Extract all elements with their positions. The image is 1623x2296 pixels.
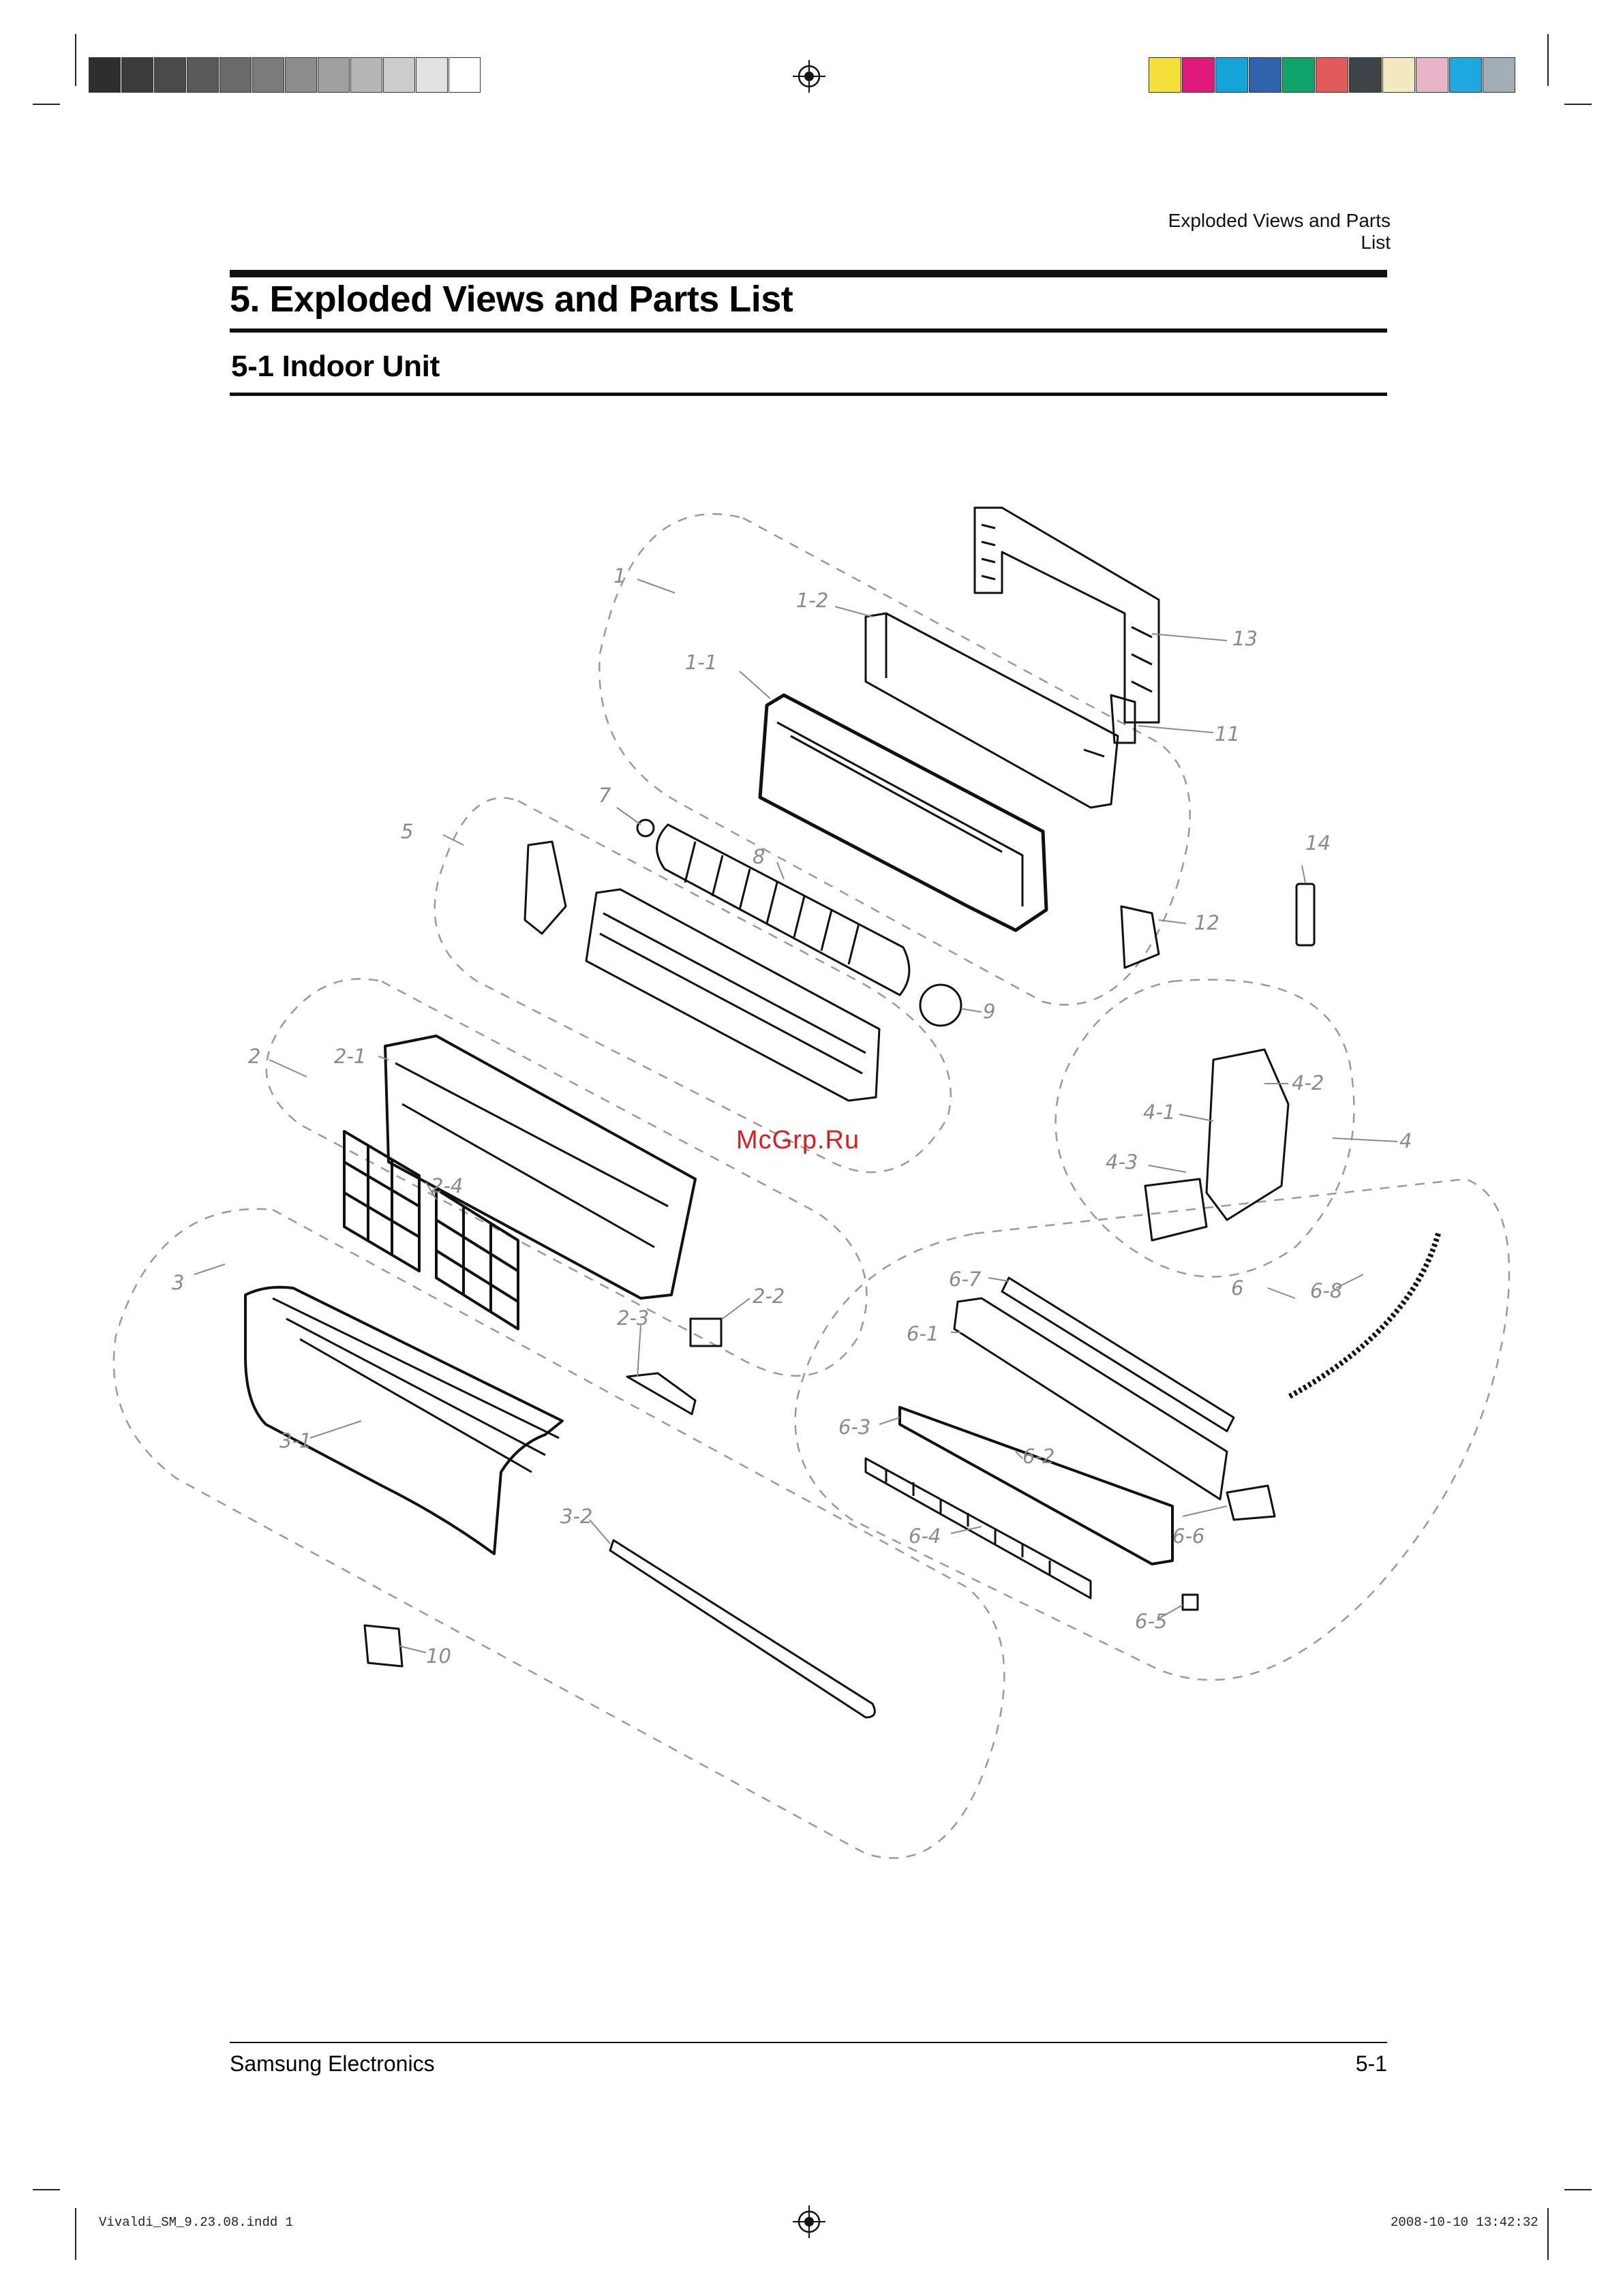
group-outline-3 bbox=[114, 1209, 1004, 1858]
callout-4-2: 4-2 bbox=[1292, 1071, 1324, 1095]
callout-1: 1 bbox=[613, 564, 626, 587]
part-6-5 bbox=[1183, 1595, 1198, 1610]
slug-timestamp: 2008-10-10 13:42:32 bbox=[1391, 2215, 1538, 2230]
callout-3: 3 bbox=[172, 1271, 184, 1294]
callout-2-4: 2-4 bbox=[431, 1174, 463, 1197]
callout-6-8: 6-8 bbox=[1310, 1279, 1342, 1302]
callout-2-2: 2-2 bbox=[753, 1285, 785, 1308]
part-12 bbox=[1121, 906, 1159, 968]
callout-6: 6 bbox=[1231, 1276, 1243, 1300]
callout-4: 4 bbox=[1399, 1129, 1412, 1152]
callout-4-3: 4-3 bbox=[1106, 1150, 1138, 1174]
callout-6-4: 6-4 bbox=[909, 1525, 941, 1548]
callout-3-1: 3-1 bbox=[279, 1429, 312, 1452]
part-2-2 bbox=[691, 1319, 721, 1346]
callout-5: 5 bbox=[401, 820, 413, 843]
part-6-7 bbox=[1002, 1278, 1234, 1431]
part-14-remote bbox=[1296, 884, 1314, 945]
callout-14: 14 bbox=[1305, 831, 1331, 855]
callout-7: 7 bbox=[598, 784, 611, 807]
part-4-control-box bbox=[1207, 1050, 1288, 1220]
part-5-bracket bbox=[525, 842, 566, 934]
callout-2-1: 2-1 bbox=[334, 1045, 366, 1068]
part-7-bearing bbox=[637, 820, 654, 836]
part-13-mounting-plate bbox=[975, 508, 1159, 722]
part-6-6 bbox=[1227, 1486, 1275, 1520]
part-8-fan bbox=[657, 825, 909, 995]
part-6-8-hose bbox=[1288, 1234, 1438, 1397]
callout-6-1: 6-1 bbox=[907, 1322, 939, 1345]
part-9-motor bbox=[920, 985, 961, 1026]
callout-4-1: 4-1 bbox=[1143, 1101, 1175, 1124]
callout-10: 10 bbox=[426, 1644, 451, 1668]
callout-2: 2 bbox=[248, 1045, 260, 1068]
callout-2-3: 2-3 bbox=[617, 1306, 649, 1330]
callout-6-6: 6-6 bbox=[1172, 1525, 1204, 1548]
part-1-2-panel bbox=[866, 613, 1118, 808]
part-2-1-frame bbox=[385, 1036, 695, 1298]
callout-11: 11 bbox=[1215, 722, 1240, 746]
footer-page-number: 5-1 bbox=[1336, 2051, 1387, 2077]
callout-12: 12 bbox=[1194, 911, 1219, 934]
callout-6-3: 6-3 bbox=[838, 1415, 870, 1439]
footer-company: Samsung Electronics bbox=[230, 2051, 435, 2077]
callout-1-2: 1-2 bbox=[796, 589, 828, 612]
callout-13: 13 bbox=[1232, 627, 1258, 650]
callout-6-7: 6-7 bbox=[949, 1268, 981, 1291]
group-outline-6 bbox=[795, 1179, 1509, 1680]
footer-rule bbox=[230, 2042, 1387, 2043]
part-11 bbox=[1111, 695, 1135, 743]
callout-9: 9 bbox=[983, 1000, 995, 1023]
part-3-2-strip bbox=[610, 1540, 875, 1717]
callout-3-2: 3-2 bbox=[560, 1505, 592, 1528]
part-6-4-vanes bbox=[866, 1458, 1091, 1598]
part-evaporator bbox=[586, 889, 879, 1101]
callout-1-1: 1-1 bbox=[685, 651, 717, 674]
callout-6-2: 6-2 bbox=[1022, 1445, 1055, 1468]
part-10 bbox=[365, 1625, 402, 1666]
group-outline-2 bbox=[267, 979, 867, 1375]
callout-8: 8 bbox=[753, 845, 765, 868]
slug-file: Vivaldi_SM_9.23.08.indd 1 bbox=[99, 2215, 293, 2230]
watermark: McGrp.Ru bbox=[736, 1126, 860, 1155]
group-outline-4 bbox=[1056, 980, 1354, 1277]
group-outline-1 bbox=[599, 514, 1189, 1005]
callout-6-5: 6-5 bbox=[1135, 1610, 1167, 1633]
